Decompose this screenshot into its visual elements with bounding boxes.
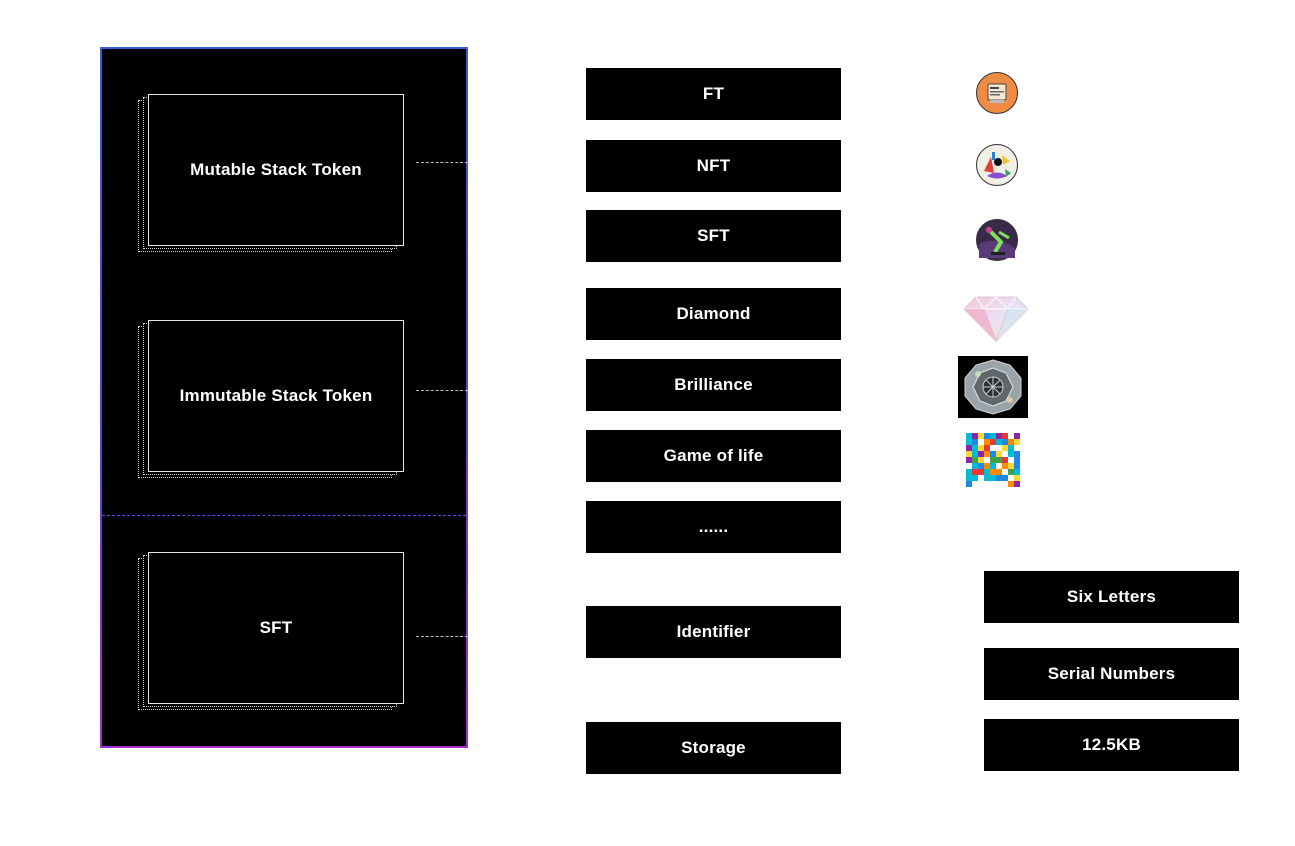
connector-line bbox=[416, 636, 468, 637]
nft-art-icon bbox=[976, 144, 1018, 186]
connector-line bbox=[416, 390, 468, 391]
immutable-stack-token-card: Immutable Stack Token bbox=[138, 320, 408, 478]
mutable-stack-token-label: Mutable Stack Token bbox=[148, 94, 404, 246]
connector-line bbox=[416, 162, 468, 163]
sft-stack-label: SFT bbox=[148, 552, 404, 704]
mutable-stack-token-card: Mutable Stack Token bbox=[138, 94, 408, 252]
brilliance-icon bbox=[958, 356, 1028, 418]
type-more-box: ...... bbox=[586, 501, 841, 553]
storage-box: Storage bbox=[586, 722, 841, 774]
panel-divider bbox=[102, 515, 466, 516]
sft-art-icon bbox=[976, 219, 1018, 261]
type-ft-box: FT bbox=[586, 68, 841, 120]
game-of-life-icon bbox=[966, 433, 1020, 487]
diamond-icon bbox=[963, 296, 1029, 343]
serial-numbers-box: Serial Numbers bbox=[984, 648, 1239, 700]
identifier-box: Identifier bbox=[586, 606, 841, 658]
sft-stack-card: SFT bbox=[138, 552, 408, 710]
type-brilliance-box: Brilliance bbox=[586, 359, 841, 411]
type-sft-box: SFT bbox=[586, 210, 841, 262]
type-diamond-box: Diamond bbox=[586, 288, 841, 340]
ft-coin-icon bbox=[976, 72, 1018, 114]
six-letters-box: Six Letters bbox=[984, 571, 1239, 623]
storage-size-box: 12.5KB bbox=[984, 719, 1239, 771]
immutable-stack-token-label: Immutable Stack Token bbox=[148, 320, 404, 472]
type-game-of-life-box: Game of life bbox=[586, 430, 841, 482]
type-nft-box: NFT bbox=[586, 140, 841, 192]
token-panel: Mutable Stack Token Immutable Stack Toke… bbox=[100, 47, 468, 748]
